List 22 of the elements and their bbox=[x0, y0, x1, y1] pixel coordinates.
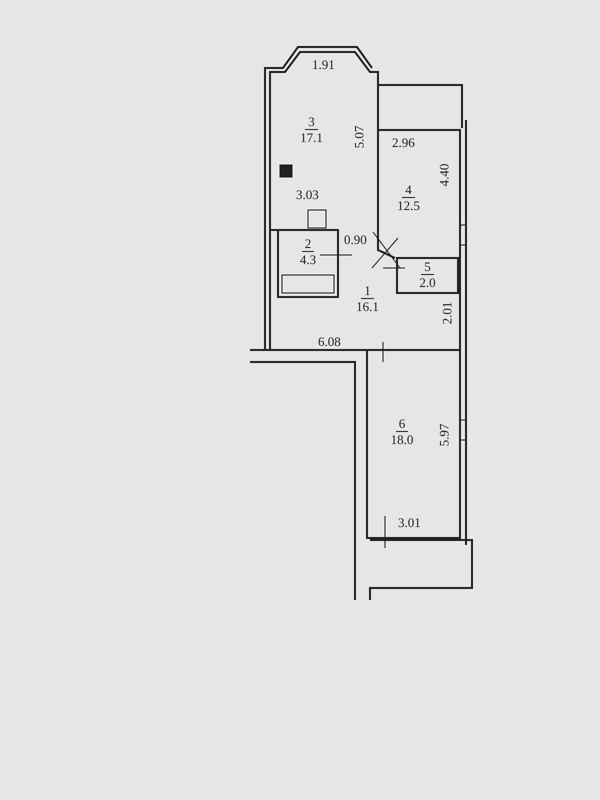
room-area: 17.1 bbox=[300, 130, 323, 145]
room-area: 4.3 bbox=[300, 252, 316, 267]
dimension-label: 3.03 bbox=[296, 188, 319, 202]
dimension-label: 6.08 bbox=[318, 335, 341, 349]
room-area: 12.5 bbox=[397, 198, 420, 212]
dimension-label: 0.90 bbox=[344, 233, 367, 247]
room-number: 1 bbox=[361, 284, 374, 298]
dimension-label: 4.40 bbox=[437, 164, 452, 186]
room-number: 6 bbox=[396, 417, 408, 432]
room-area: 2.0 bbox=[419, 275, 436, 290]
dimension-label: 1.91 bbox=[312, 58, 335, 72]
room-number: 5 bbox=[421, 260, 434, 275]
dimension-label: 3.01 bbox=[398, 516, 421, 530]
dimension-label: 5.07 bbox=[352, 126, 366, 148]
dimension-label: 5.97 bbox=[437, 424, 452, 446]
room-number: 3 bbox=[305, 115, 318, 130]
dimension-label: 2.96 bbox=[392, 136, 415, 150]
room-number: 4 bbox=[402, 182, 415, 198]
room-area: 16.1 bbox=[356, 298, 379, 314]
dimension-label: 2.01 bbox=[440, 302, 454, 324]
room-area: 18.0 bbox=[390, 432, 414, 447]
room-number: 2 bbox=[302, 237, 314, 252]
